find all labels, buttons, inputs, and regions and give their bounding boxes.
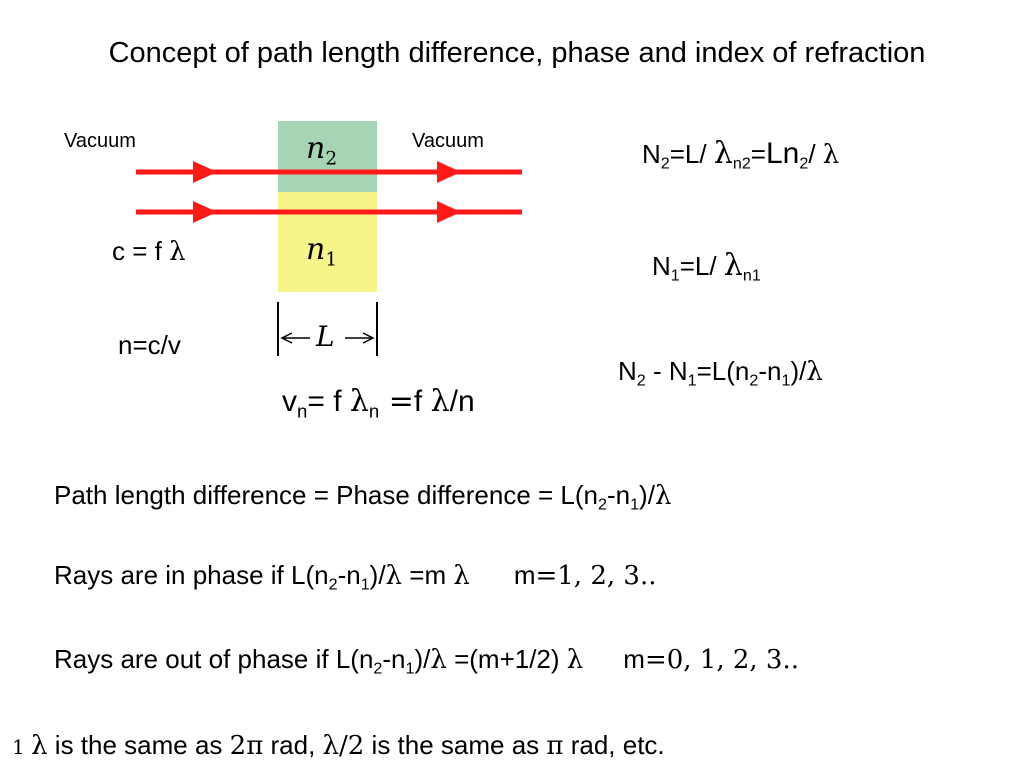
medium-n2-label: n2 (306, 131, 338, 170)
ray-bottom (136, 201, 522, 223)
length-label: L (316, 320, 335, 353)
n1-wavelengths-equation: N1=L/ λn1 (652, 248, 761, 285)
medium-n1-label: n1 (306, 232, 338, 271)
out-of-phase-statement: Rays are out of phase if L(n2-n1)/λ =(m+… (54, 644, 800, 678)
medium-n2-block (278, 121, 377, 192)
index-equation: n=c/v (118, 330, 181, 360)
speed-of-light-equation: c = f λ (112, 236, 186, 267)
ray-top (136, 161, 522, 183)
radian-equivalence-statement: 1 λ is the same as 2π rad, λ/2 is the sa… (12, 730, 665, 761)
length-marker (277, 302, 378, 356)
medium-n1-block (278, 192, 377, 292)
path-length-statement: Path length difference = Phase differenc… (54, 480, 672, 514)
velocity-in-medium-equation: vn= f λn =f λ/n (282, 384, 475, 422)
vacuum-right-label: Vacuum (412, 130, 484, 152)
slide-title: Concept of path length difference, phase… (108, 37, 926, 69)
wavelength-difference-equation: N2 - N1=L(n2-n1)/λ (618, 356, 823, 390)
vacuum-left-label: Vacuum (64, 130, 136, 152)
n2-wavelengths-equation: N2=L/ λn2=Ln2/ λ (642, 136, 840, 173)
